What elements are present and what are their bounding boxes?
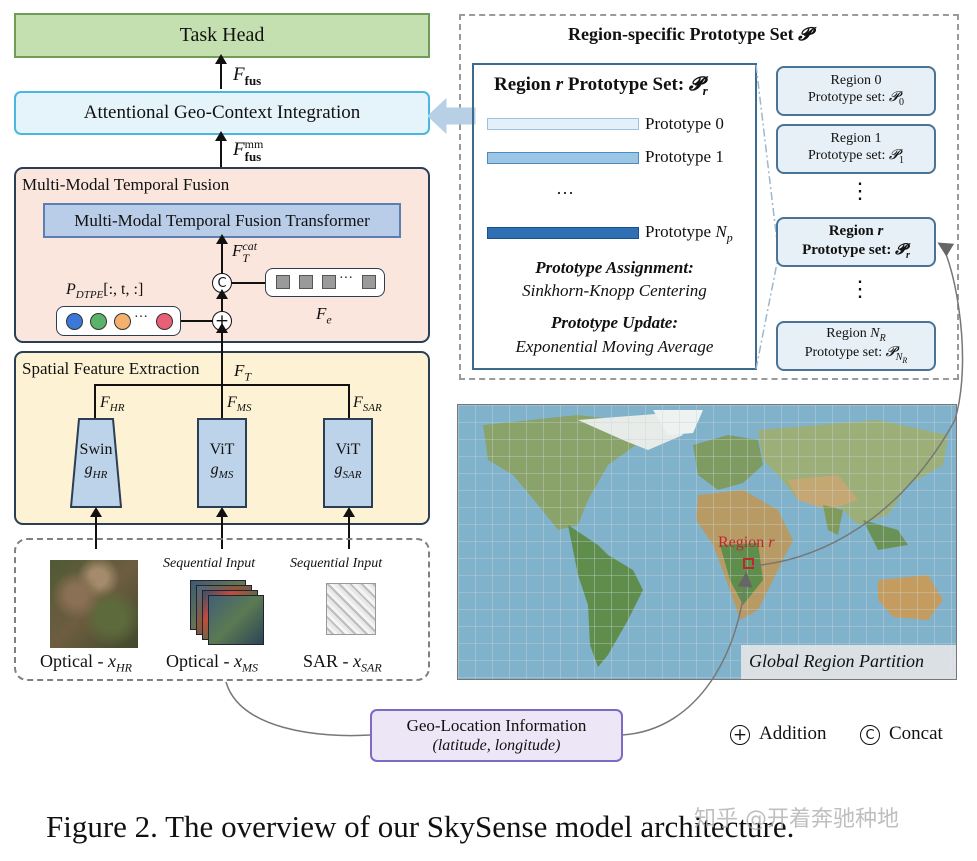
arrow-to-attn	[215, 131, 227, 167]
region-r-box: Region r Prototype set: 𝓟r	[776, 217, 936, 267]
fe-token-3	[322, 275, 336, 289]
p-dtpe-label: PDTPE[:, t, :]	[66, 281, 144, 302]
task-head-label: Task Head	[179, 24, 265, 46]
mmtf-title: Multi-Modal Temporal Fusion	[22, 175, 230, 194]
prototype-0-label: Prototype 0	[645, 114, 724, 133]
prototype-update-title: Prototype Update:	[551, 313, 678, 332]
prototype-ellipsis: ···	[556, 183, 574, 203]
arrow-add-to-concat	[216, 289, 228, 311]
legend-concat-icon: C	[860, 725, 880, 745]
prototype-to-attn-arrow	[428, 97, 476, 135]
legend-addition-icon: +	[730, 725, 750, 745]
optical-ms-label: Optical - xMS	[166, 651, 258, 675]
swin-encoder-label: Swin gHR	[79, 441, 113, 482]
f-fus-label: Ffus	[233, 64, 262, 88]
figure-caption: Figure 2. The overview of our SkySense m…	[46, 809, 795, 844]
task-head-box: Task Head	[14, 13, 430, 58]
global-region-map: Region r Global Region Partition	[457, 404, 957, 680]
pdtpe-dot-green	[90, 313, 107, 330]
prototype-n-bar	[487, 227, 639, 239]
prototype-assignment-title: Prototype Assignment:	[535, 258, 694, 277]
prototype-n-label: Prototype Np	[645, 222, 733, 245]
vit-ms-encoder-label: ViT gMS	[209, 441, 235, 482]
attentional-geo-context-label: Attentional Geo-Context Integration	[83, 102, 361, 123]
prototype-set-title: Region-specific Prototype Set 𝓟	[568, 24, 812, 44]
line-ms-up	[221, 384, 223, 420]
legend-addition-label: Addition	[759, 723, 827, 744]
seq-input-label-ms: Sequential Input	[163, 556, 256, 571]
prototype-assignment-desc: Sinkhorn-Knopp Centering	[522, 281, 707, 300]
line-sar-up	[348, 384, 350, 420]
f-sar-label: FSAR	[353, 394, 382, 415]
region-connector-lines	[755, 64, 778, 370]
input-panel	[14, 538, 430, 681]
line-ft-up	[221, 343, 223, 385]
region-1-box: Region 1 Prototype set: 𝓟1	[776, 124, 936, 174]
fe-token-4	[362, 275, 376, 289]
mmtf-transformer-label: Multi-Modal Temporal Fusion Transformer	[74, 210, 370, 230]
map-region-r-label: Region r	[718, 534, 775, 551]
arrow-hr-input	[90, 507, 102, 549]
prototype-set-panel	[459, 14, 959, 380]
swin-encoder-shape	[70, 418, 122, 508]
region-r-prototype-title: Region r Prototype Set: 𝓟r	[494, 74, 708, 98]
region-r-prototype-box	[472, 63, 757, 370]
line-hr-up	[94, 384, 96, 420]
legend-concat-label: Concat	[889, 723, 943, 744]
fe-token-1	[276, 275, 290, 289]
pdtpe-ellipsis: ···	[134, 310, 148, 325]
fe-token-2	[299, 275, 313, 289]
pdtpe-dot-blue	[66, 313, 83, 330]
sar-label: SAR - xSAR	[303, 651, 382, 675]
arrow-ms-input	[216, 507, 228, 549]
optical-hr-label: Optical - xHR	[40, 651, 132, 675]
prototype-update-desc: Exponential Moving Average	[515, 337, 714, 356]
arrow-sar-input	[343, 507, 355, 549]
map-region-r-marker	[743, 558, 754, 569]
watermark: 知乎 @开着奔驰种地	[694, 807, 899, 832]
geo-location-box: Geo-Location Information (latitude, long…	[370, 709, 623, 762]
prototype-1-bar	[487, 152, 639, 164]
optical-ms-stack	[190, 580, 264, 646]
fe-ellipsis: ···	[339, 271, 353, 286]
region-0-box: Region 0 Prototype set: 𝓟0	[776, 66, 936, 116]
f-e-label: Fe	[316, 304, 332, 327]
seq-input-label-sar: Sequential Input	[290, 556, 383, 571]
region-vdots-2: ⋮	[849, 276, 871, 301]
prototype-1-label: Prototype 1	[645, 147, 724, 166]
sfe-title: Spatial Feature Extraction	[22, 359, 200, 378]
p-dtpe-token-box: ···	[56, 306, 181, 336]
geo-location-title: Geo-Location Information	[406, 715, 587, 735]
arrow-to-task-head	[215, 54, 227, 89]
prototype-0-bar	[487, 118, 639, 130]
line-pdtpe-add	[180, 320, 213, 322]
sar-image	[326, 583, 376, 635]
f-ms-label: FMS	[227, 394, 252, 415]
arrow-to-transformer	[216, 234, 228, 273]
f-t-label: FT	[234, 361, 252, 384]
pdtpe-dot-red	[156, 313, 173, 330]
region-vdots-1: ⋮	[849, 178, 871, 203]
optical-hr-image	[50, 560, 138, 648]
pdtpe-dot-orange	[114, 313, 131, 330]
line-concat-fe	[232, 282, 266, 284]
map-caption: Global Region Partition	[749, 651, 924, 671]
vit-sar-encoder-shape	[323, 418, 373, 508]
geo-location-subtitle: (latitude, longitude)	[432, 737, 561, 755]
fe-token-box: ···	[265, 268, 385, 297]
vit-sar-encoder-label: ViT gSAR	[334, 441, 362, 482]
f-hr-label: FHR	[100, 394, 125, 415]
map-caption-box	[741, 645, 956, 679]
region-n-box: Region NR Prototype set: 𝓟NR	[776, 321, 936, 371]
